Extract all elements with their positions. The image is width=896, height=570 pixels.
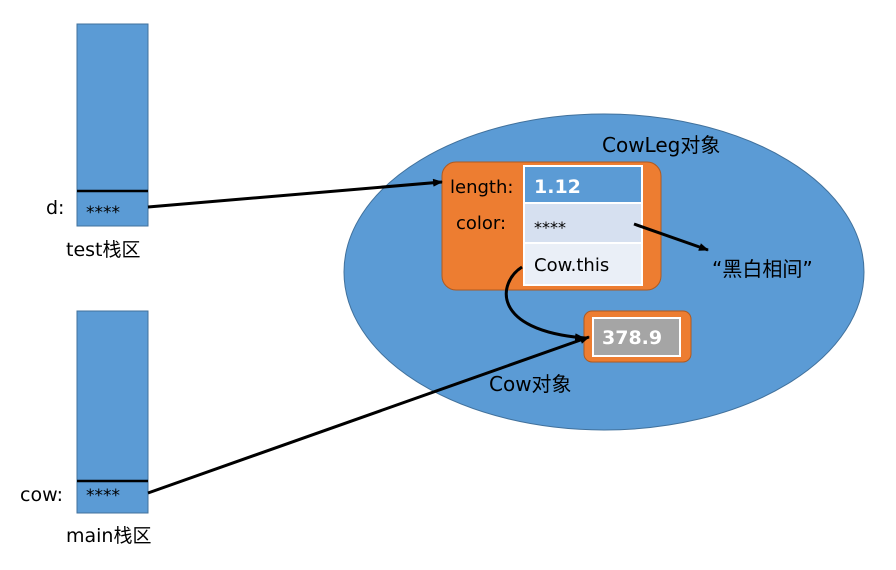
main-stack-block <box>76 310 149 514</box>
test-stack-caption: test栈区 <box>66 239 141 261</box>
main-stack-frame: **** cow: main栈区 <box>20 310 151 547</box>
test-stack-value: **** <box>86 203 120 223</box>
test-stack-block <box>76 23 149 227</box>
cow-value-box <box>592 317 681 357</box>
cowleg-field-value: 1.12 <box>534 176 581 198</box>
cow-object-title: Cow对象 <box>489 372 572 396</box>
cowleg-field-value: **** <box>534 218 566 237</box>
arrow-cowthis-to-cow <box>504 265 585 342</box>
test-stack-var-label: d: <box>46 197 64 219</box>
main-stack-value: **** <box>86 486 120 506</box>
string-literal: “黑白相间” <box>712 257 813 281</box>
arrow-color-to-string <box>633 222 709 252</box>
arrow-cow-to-cow-object <box>147 335 590 495</box>
arrow-d-to-cowleg <box>147 178 443 209</box>
cow-object: 378.9 <box>583 310 692 363</box>
cowleg-field-value: Cow.this <box>534 255 609 276</box>
cowleg-field-name: length: <box>450 177 513 198</box>
cowleg-object-title: CowLeg对象 <box>602 133 720 157</box>
cowleg-object: length: color: 1.12 **** Cow.this <box>441 161 662 291</box>
cow-value: 378.9 <box>602 327 662 349</box>
cowleg-field-value-box <box>523 242 643 286</box>
main-stack-caption: main栈区 <box>66 525 151 547</box>
test-stack-frame: **** d: test栈区 <box>46 23 149 261</box>
main-stack-var-label: cow: <box>20 484 63 506</box>
cowleg-field-value-box <box>523 165 643 204</box>
cowleg-field-name: color: <box>456 213 506 234</box>
